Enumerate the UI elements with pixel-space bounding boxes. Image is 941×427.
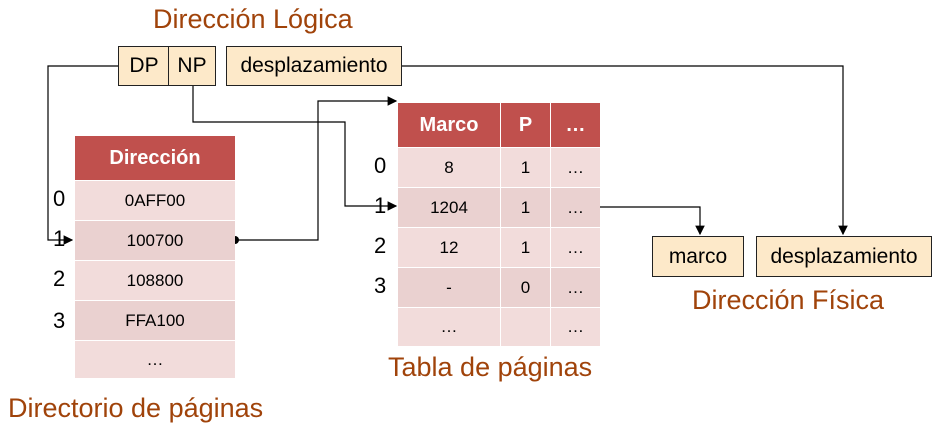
np-field: NP xyxy=(168,46,216,86)
logical-address-title: Dirección Lógica xyxy=(153,4,353,34)
pagetable-cell xyxy=(500,308,550,346)
pagetable-header-marco: Marco xyxy=(398,103,500,147)
directory-header: Dirección xyxy=(75,136,235,180)
directory-row: 0AFF00 xyxy=(75,180,235,220)
page-table-caption: Tabla de páginas xyxy=(388,352,593,382)
pagetable-cell: … xyxy=(550,188,600,227)
pagetable-cell: … xyxy=(550,228,600,267)
directory-index: 2 xyxy=(53,266,66,291)
dp-field: DP xyxy=(118,46,170,86)
directory-index: 1 xyxy=(53,226,66,251)
offset-to-physical-line xyxy=(402,65,848,236)
pagetable-header-more: … xyxy=(550,103,600,147)
directory-index: 3 xyxy=(53,308,66,333)
directory-index: 0 xyxy=(53,186,66,211)
directory-row: 108800 xyxy=(75,260,235,300)
dp-to-directory-line xyxy=(47,65,118,245)
pagetable-cell: 1 xyxy=(500,148,550,187)
pagetable-cell: 0 xyxy=(500,268,550,307)
page-directory-caption: Directorio de páginas xyxy=(8,393,264,423)
pagetable-cell: … xyxy=(550,308,600,346)
physical-address-title: Dirección Física xyxy=(692,285,885,315)
directory-row: … xyxy=(75,340,235,378)
pagetable-cell: - xyxy=(398,268,500,307)
pagetable-index: 1 xyxy=(374,193,387,218)
pagetable-cell: 8 xyxy=(398,148,500,187)
pagetable-cell: … xyxy=(550,148,600,187)
pagetable-cell: 12 xyxy=(398,228,500,267)
pagetable-header-p: P xyxy=(500,103,550,147)
pagetable-cell: 1 xyxy=(500,188,550,227)
pagetable-cell: 1204 xyxy=(398,188,500,227)
pagetable-index: 0 xyxy=(374,153,387,178)
physical-offset-field: desplazamiento xyxy=(756,236,932,277)
directory-row: 100700 xyxy=(75,220,235,260)
directory-to-pagetable-line xyxy=(235,96,398,241)
pagetable-cell: … xyxy=(550,268,600,307)
pagetable-index: 2 xyxy=(374,233,387,258)
page-table: Marco P … 8 1 … 1204 1 … 12 1 … - 0 … … … xyxy=(398,103,600,346)
directory-row: FFA100 xyxy=(75,300,235,340)
pagetable-cell: … xyxy=(398,308,500,346)
page-directory-table: Dirección 0AFF00 100700 108800 FFA100 … xyxy=(75,136,235,378)
pagetable-cell: 1 xyxy=(500,228,550,267)
pagetable-index: 3 xyxy=(374,273,387,298)
physical-frame-field: marco xyxy=(652,236,744,277)
np-to-pagetable-line xyxy=(192,86,398,211)
offset-field: desplazamiento xyxy=(226,46,402,86)
